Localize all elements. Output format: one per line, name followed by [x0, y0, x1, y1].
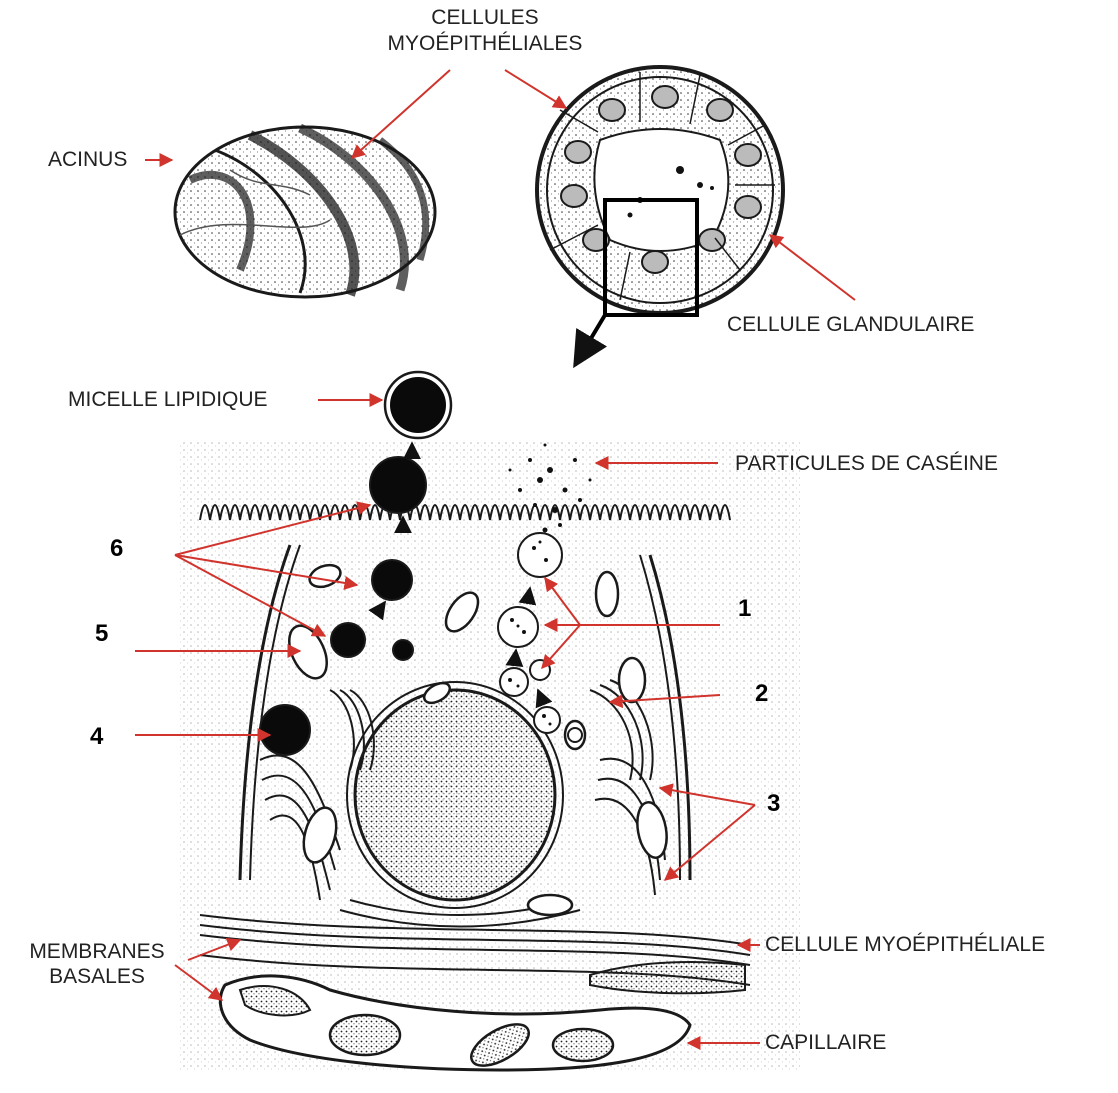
label-acinus: ACINUS	[48, 148, 127, 172]
acinus-sphere	[175, 127, 435, 297]
label-membranes-basales-2: BASALES	[12, 965, 182, 989]
number-3: 3	[767, 790, 780, 818]
number-5: 5	[95, 620, 108, 648]
label-cellule-glandulaire: CELLULE GLANDULAIRE	[727, 313, 974, 337]
glandular-cell	[180, 372, 800, 1074]
label-cellules-myoepitheliales-1: CELLULES	[395, 6, 575, 30]
number-4: 4	[90, 723, 103, 751]
acinus-section	[537, 67, 783, 315]
label-membranes-basales-1: MEMBRANES	[12, 940, 182, 964]
label-capillaire: CAPILLAIRE	[765, 1031, 886, 1055]
label-cellules-myoepitheliales-2: MYOÉPITHÉLIALES	[350, 32, 620, 56]
number-2: 2	[755, 680, 768, 708]
zoom-arrow	[575, 315, 605, 365]
number-6: 6	[110, 535, 123, 563]
label-particules-caseine: PARTICULES DE CASÉINE	[735, 452, 998, 476]
label-micelle-lipidique: MICELLE LIPIDIQUE	[68, 388, 268, 412]
label-cellule-myoepitheliale: CELLULE MYOÉPITHÉLIALE	[765, 933, 1045, 957]
number-1: 1	[738, 595, 751, 623]
